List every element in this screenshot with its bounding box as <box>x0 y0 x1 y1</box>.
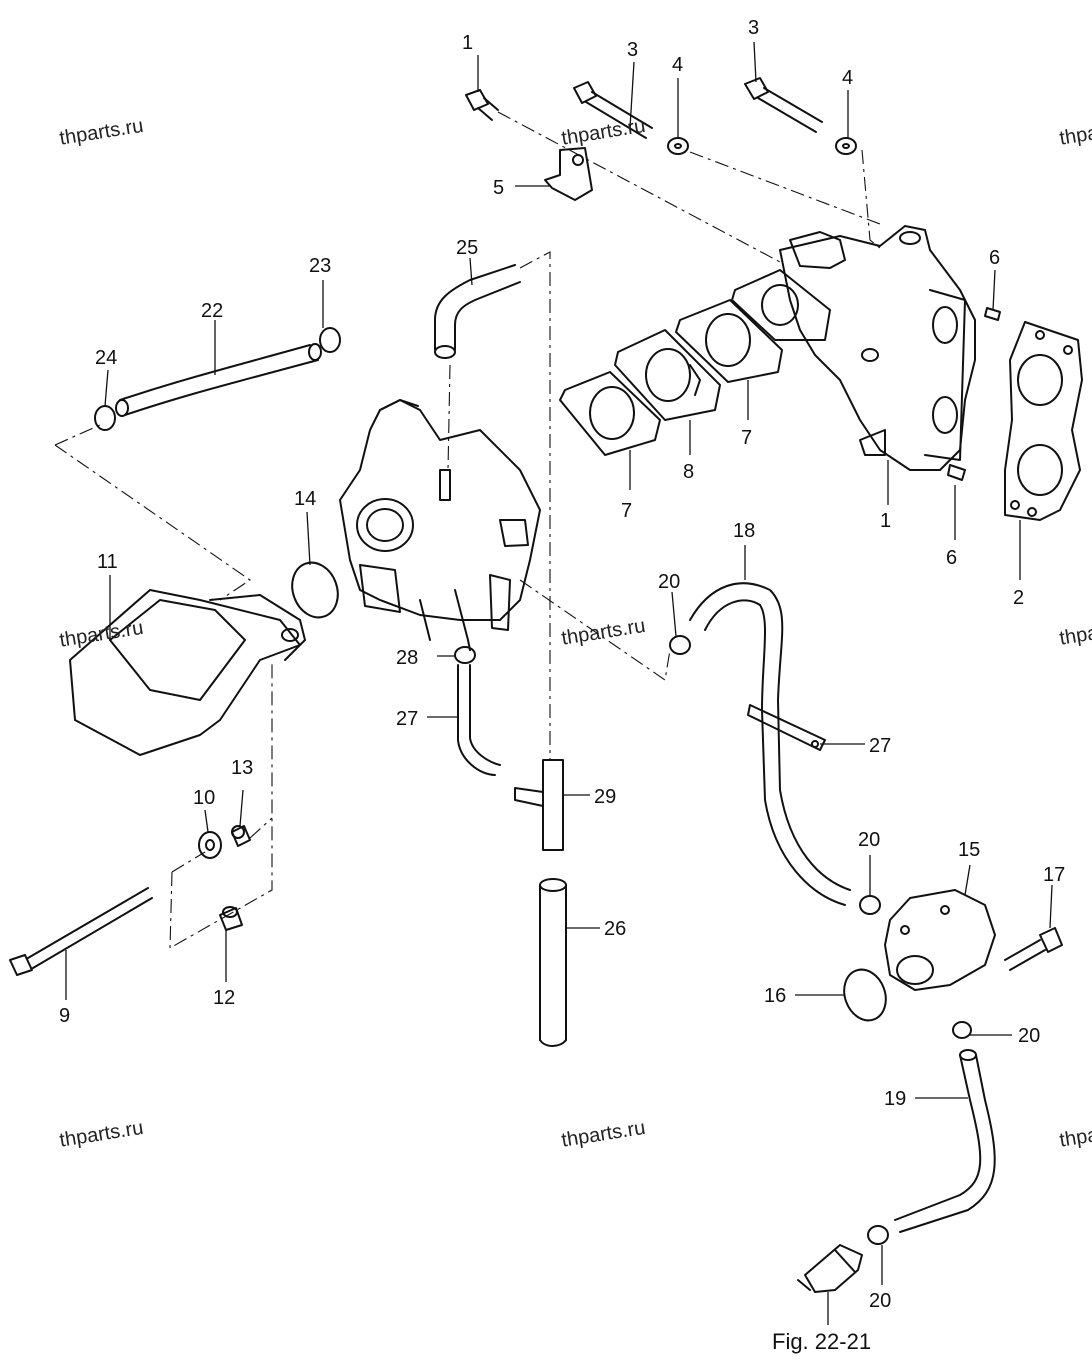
callout-8: 8 <box>683 461 695 483</box>
callout-6-lower: 6 <box>946 547 958 569</box>
callout-29: 29 <box>594 786 617 808</box>
callout-22-left: 24 <box>95 347 118 369</box>
callout-12: 12 <box>213 987 236 1009</box>
leader-lines <box>65 41 1053 1325</box>
washer-4-right <box>835 137 857 155</box>
callout-3-right: 3 <box>748 17 760 39</box>
callout-20-hose18: 20 <box>658 571 681 593</box>
callout-16: 16 <box>764 985 787 1007</box>
flange-gasket-7b <box>675 299 783 383</box>
callout-18: 18 <box>733 520 756 542</box>
callout-10: 10 <box>193 787 216 809</box>
callout-19: 19 <box>884 1088 907 1110</box>
bracket-25 <box>747 704 826 751</box>
washer-4-left <box>667 137 689 155</box>
callout-14: 14 <box>294 488 317 510</box>
clip-28 <box>454 646 476 664</box>
callout-23: 25 <box>456 237 479 259</box>
bolt-3-right <box>744 77 823 133</box>
air-intake-silencer <box>69 589 306 756</box>
callout-6-upper: 6 <box>989 247 1001 269</box>
hose-21 <box>115 343 322 417</box>
clip-20-pump-bottom <box>952 1021 972 1039</box>
hose-clamp-5 <box>544 147 593 201</box>
collar-13 <box>231 825 251 847</box>
o-ring-16 <box>843 968 887 1022</box>
callout-28: 28 <box>396 647 419 669</box>
callout-24: 1 <box>462 32 474 54</box>
callout-11: 11 <box>97 551 118 573</box>
hose-18 <box>689 582 851 906</box>
hose-26 <box>539 878 567 1047</box>
dowel-pin-lower <box>947 464 966 481</box>
callout-20-pump: 20 <box>858 829 881 851</box>
fuel-pump <box>884 889 996 991</box>
callout-4-right: 4 <box>842 67 854 89</box>
manifold-flange <box>731 269 831 341</box>
callout-21: 22 <box>201 300 224 322</box>
callout-27: 27 <box>396 708 419 730</box>
hose-19 <box>894 1049 996 1233</box>
o-ring-14 <box>291 561 339 619</box>
joint-29 <box>514 759 564 851</box>
callout-9: 9 <box>59 1005 71 1027</box>
callout-3-left: 3 <box>627 39 639 61</box>
callout-20-pump-bottom: 20 <box>1018 1025 1041 1047</box>
figure-caption: Fig. 22-21 <box>772 1329 872 1354</box>
bolt-17 <box>1004 927 1063 971</box>
insulator-spacer-8 <box>614 329 721 421</box>
callout-7-left: 7 <box>621 500 633 522</box>
callout-5: 5 <box>493 177 505 199</box>
bolt-3-left <box>573 81 653 139</box>
dowel-pin-upper <box>984 307 1001 321</box>
callout-25: 27 <box>869 735 892 757</box>
bolt-9 <box>9 887 153 976</box>
alignment-lines <box>54 111 881 949</box>
clip-22-right <box>319 327 341 353</box>
clip-20-bottom <box>867 1225 889 1245</box>
flange-gasket-7a <box>559 371 661 456</box>
callout-17: 17 <box>1043 864 1066 886</box>
callout-13: 13 <box>231 757 254 779</box>
callout-2: 2 <box>1013 587 1025 609</box>
hose-27 <box>457 664 501 776</box>
callout-1: 1 <box>880 510 892 532</box>
intake-manifold <box>779 225 976 471</box>
callout-15: 15 <box>958 839 981 861</box>
hose-23 <box>434 264 521 359</box>
carburetor <box>339 399 541 651</box>
fuel-connector <box>797 1244 863 1293</box>
callout-26: 26 <box>604 918 627 940</box>
clip-20-pump-top <box>859 895 881 915</box>
callout-4-left: 4 <box>672 54 684 76</box>
callout-20-bottom: 20 <box>869 1290 892 1312</box>
callout-22-right: 23 <box>309 255 332 277</box>
bolt-24 <box>465 89 499 121</box>
washer-10 <box>198 831 222 859</box>
callout-7-right: 7 <box>741 427 753 449</box>
clip-20-hose18 <box>669 635 691 655</box>
grommet-12 <box>219 906 243 931</box>
manifold-gasket <box>1004 321 1083 521</box>
